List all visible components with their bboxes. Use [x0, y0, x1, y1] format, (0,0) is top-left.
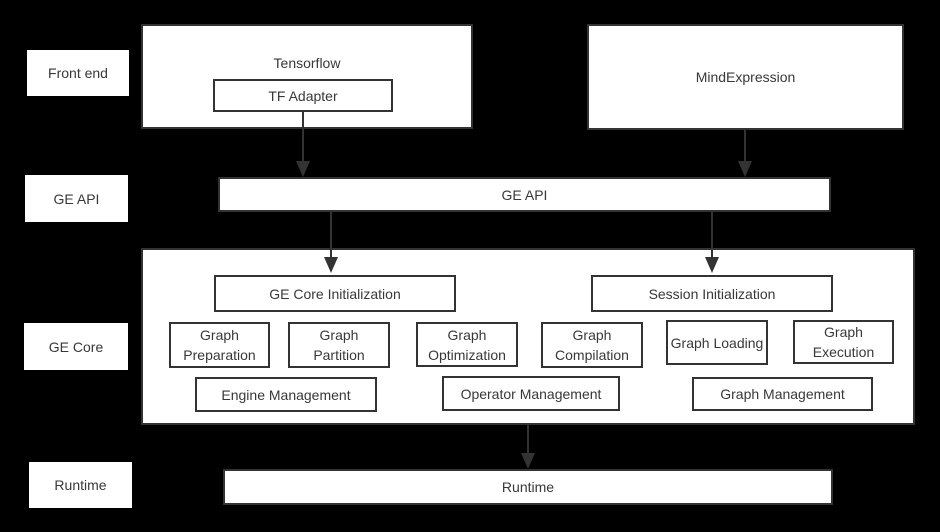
mindexpression-box-label: MindExpression: [695, 69, 796, 85]
engine-management-box: Engine Management: [195, 377, 377, 412]
module-graph-preparation-label: Graph Preparation: [183, 327, 256, 363]
ge-core-initialization-box: GE Core Initialization: [214, 275, 456, 312]
ge-api-bar: GE API: [218, 177, 831, 212]
runtime-bar: Runtime: [223, 469, 833, 505]
runtime-bar-label: Runtime: [501, 479, 555, 495]
arrow-ge-api-to-ge-core-initialization: [324, 212, 338, 273]
ge-api-bar-label: GE API: [501, 186, 548, 203]
layer-label-runtime: Runtime: [29, 462, 132, 508]
module-graph-loading-label: Graph Loading: [670, 334, 764, 351]
tensorflow-box-title: Tensorflow: [273, 55, 341, 71]
module-graph-optimization-label: Graph Optimization: [428, 326, 506, 363]
layer-label-front-end-text: Front end: [48, 65, 108, 81]
module-graph-execution-box: Graph Execution: [793, 320, 894, 364]
module-graph-execution-label: Graph Execution: [812, 324, 875, 360]
arrow-mindexpression-to-ge-api: [738, 130, 752, 177]
mindexpression-box: MindExpression: [587, 24, 904, 130]
module-graph-optimization-box: Graph Optimization: [416, 322, 518, 367]
operator-management-box: Operator Management: [442, 376, 620, 411]
layer-label-runtime-text: Runtime: [54, 477, 107, 493]
operator-management-label: Operator Management: [460, 385, 602, 402]
layer-label-ge-core: GE Core: [24, 323, 128, 370]
engine-management-label: Engine Management: [221, 386, 351, 403]
tensorflow-box: Tensorflow: [141, 24, 473, 129]
graph-management-box: Graph Management: [692, 377, 873, 411]
layer-label-ge-api: GE API: [25, 175, 128, 222]
graph-management-label: Graph Management: [720, 386, 845, 402]
tf-adapter-box-label: TF Adapter: [268, 87, 338, 104]
arrow-ge-api-to-session-initialization: [705, 212, 719, 273]
layer-label-ge-api-text: GE API: [53, 190, 100, 207]
module-graph-loading-box: Graph Loading: [666, 320, 768, 365]
module-graph-compilation-label: Graph Compilation: [555, 327, 629, 363]
layer-label-front-end: Front end: [27, 50, 129, 96]
arrow-tf-adapter-to-ge-api: [296, 112, 310, 177]
ge-core-box: GE Core Initialization Session Initializ…: [141, 248, 915, 425]
arrow-ge-core-to-runtime: [521, 425, 535, 469]
module-graph-compilation-box: Graph Compilation: [541, 322, 643, 368]
module-graph-preparation-box: Graph Preparation: [169, 322, 270, 368]
tf-adapter-box: TF Adapter: [213, 79, 393, 112]
session-initialization-label: Session Initialization: [648, 285, 776, 302]
session-initialization-box: Session Initialization: [591, 275, 833, 312]
layer-label-ge-core-text: GE Core: [48, 338, 104, 355]
ge-core-initialization-label: GE Core Initialization: [269, 285, 401, 302]
module-graph-partition-label: Graph Partition: [313, 327, 365, 363]
module-graph-partition-box: Graph Partition: [288, 322, 390, 368]
